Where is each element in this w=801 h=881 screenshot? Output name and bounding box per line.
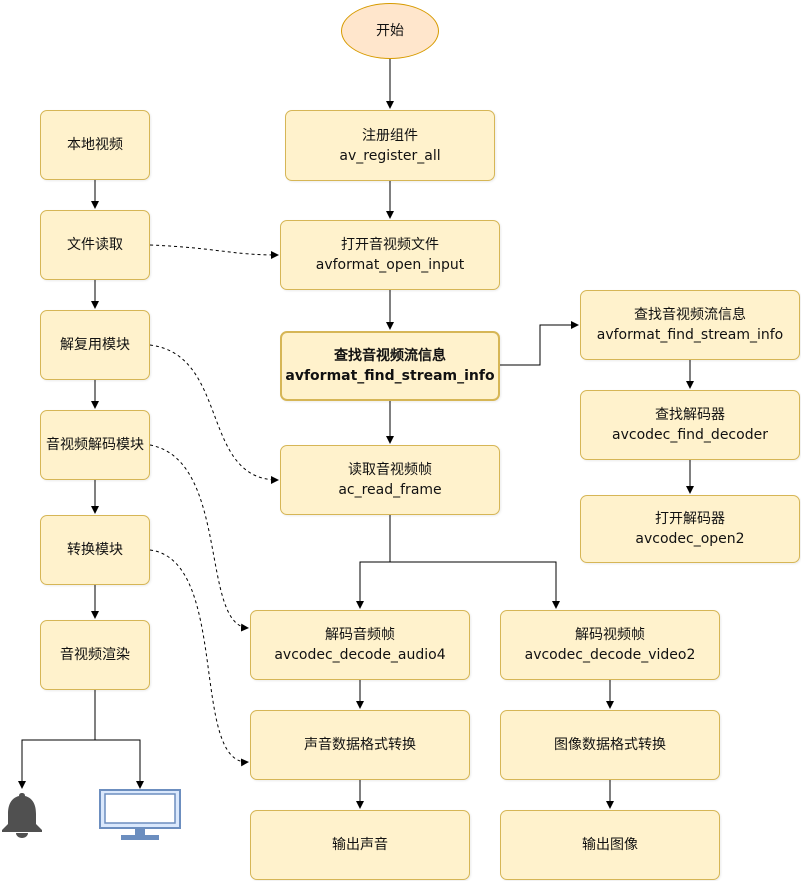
dashed-file-open xyxy=(149,244,279,259)
right-find-stream-label: 查找音视频流信息 xyxy=(634,307,746,323)
open-decoder-node: 打开解码器 avcodec_open2 xyxy=(580,495,800,563)
audio-format-label: 声音数据格式转换 xyxy=(304,737,416,753)
convert-node: 转换模块 xyxy=(40,515,150,585)
demux-node: 解复用模块 xyxy=(40,310,150,380)
find-stream-func: avformat_find_stream_info xyxy=(285,368,495,384)
find-decoder-node: 查找解码器 avcodec_find_decoder xyxy=(580,390,800,460)
find-decoder-label: 查找解码器 xyxy=(655,407,725,423)
read-frame-node: 读取音视频帧 ac_read_frame xyxy=(280,445,500,515)
video-format-label: 图像数据格式转换 xyxy=(554,737,666,753)
monitor-icon xyxy=(99,789,181,840)
read-frame-func: ac_read_frame xyxy=(338,482,442,498)
decode-module-node: 音视频解码模块 xyxy=(40,410,150,480)
register-func: av_register_all xyxy=(339,147,441,164)
find-stream-label: 查找音视频流信息 xyxy=(334,348,446,364)
local-video-node: 本地视频 xyxy=(40,110,150,180)
audio-format-node: 声音数据格式转换 xyxy=(250,710,470,780)
decode-video-func: avcodec_decode_video2 xyxy=(524,647,696,663)
decode-video-label: 解码视频帧 xyxy=(575,627,645,643)
register-label: 注册组件 xyxy=(362,127,418,144)
decode-video-node: 解码视频帧 avcodec_decode_video2 xyxy=(500,610,720,680)
render-node: 音视频渲染 xyxy=(40,620,150,690)
decode-audio-func: avcodec_decode_audio4 xyxy=(274,647,446,663)
dashed-convert-format xyxy=(149,549,249,767)
right-find-stream-func: avformat_find_stream_info xyxy=(596,327,784,343)
demux-label: 解复用模块 xyxy=(60,337,130,353)
edge-find-right xyxy=(500,321,579,366)
video-format-node: 图像数据格式转换 xyxy=(500,710,720,780)
open-decoder-func: avcodec_open2 xyxy=(635,531,745,547)
edge-render-split xyxy=(18,690,96,789)
open-input-node: 打开音视频文件 avformat_open_input xyxy=(280,220,500,290)
right-find-stream-node: 查找音视频流信息 avformat_find_stream_info xyxy=(580,290,800,360)
open-input-func: avformat_open_input xyxy=(315,257,465,273)
find-decoder-func: avcodec_find_decoder xyxy=(612,427,768,443)
dashed-decode-audio xyxy=(149,444,249,632)
dashed-demux-read xyxy=(149,344,279,484)
decode-module-label: 音视频解码模块 xyxy=(46,437,144,453)
register-node: 注册组件 av_register_all xyxy=(285,110,495,181)
edge-render-monitor xyxy=(95,739,144,789)
bell-icon xyxy=(2,793,42,838)
video-output-label: 输出图像 xyxy=(582,837,638,853)
decode-audio-node: 解码音频帧 avcodec_decode_audio4 xyxy=(250,610,470,680)
open-input-label: 打开音视频文件 xyxy=(341,237,439,253)
video-output-node: 输出图像 xyxy=(500,810,720,880)
start-node: 开始 xyxy=(341,3,439,59)
render-label: 音视频渲染 xyxy=(60,647,130,663)
file-read-node: 文件读取 xyxy=(40,210,150,280)
open-decoder-label: 打开解码器 xyxy=(655,511,725,527)
edge-read-video xyxy=(390,561,560,609)
file-read-label: 文件读取 xyxy=(67,237,123,253)
read-frame-label: 读取音视频帧 xyxy=(348,462,432,478)
local-video-label: 本地视频 xyxy=(67,137,123,153)
find-stream-node: 查找音视频流信息 avformat_find_stream_info xyxy=(280,331,500,401)
audio-output-label: 输出声音 xyxy=(332,837,388,853)
edge-read-split xyxy=(356,515,391,609)
start-label: 开始 xyxy=(376,23,404,39)
convert-label: 转换模块 xyxy=(67,542,123,558)
decode-audio-label: 解码音频帧 xyxy=(325,627,395,643)
audio-output-node: 输出声音 xyxy=(250,810,470,880)
